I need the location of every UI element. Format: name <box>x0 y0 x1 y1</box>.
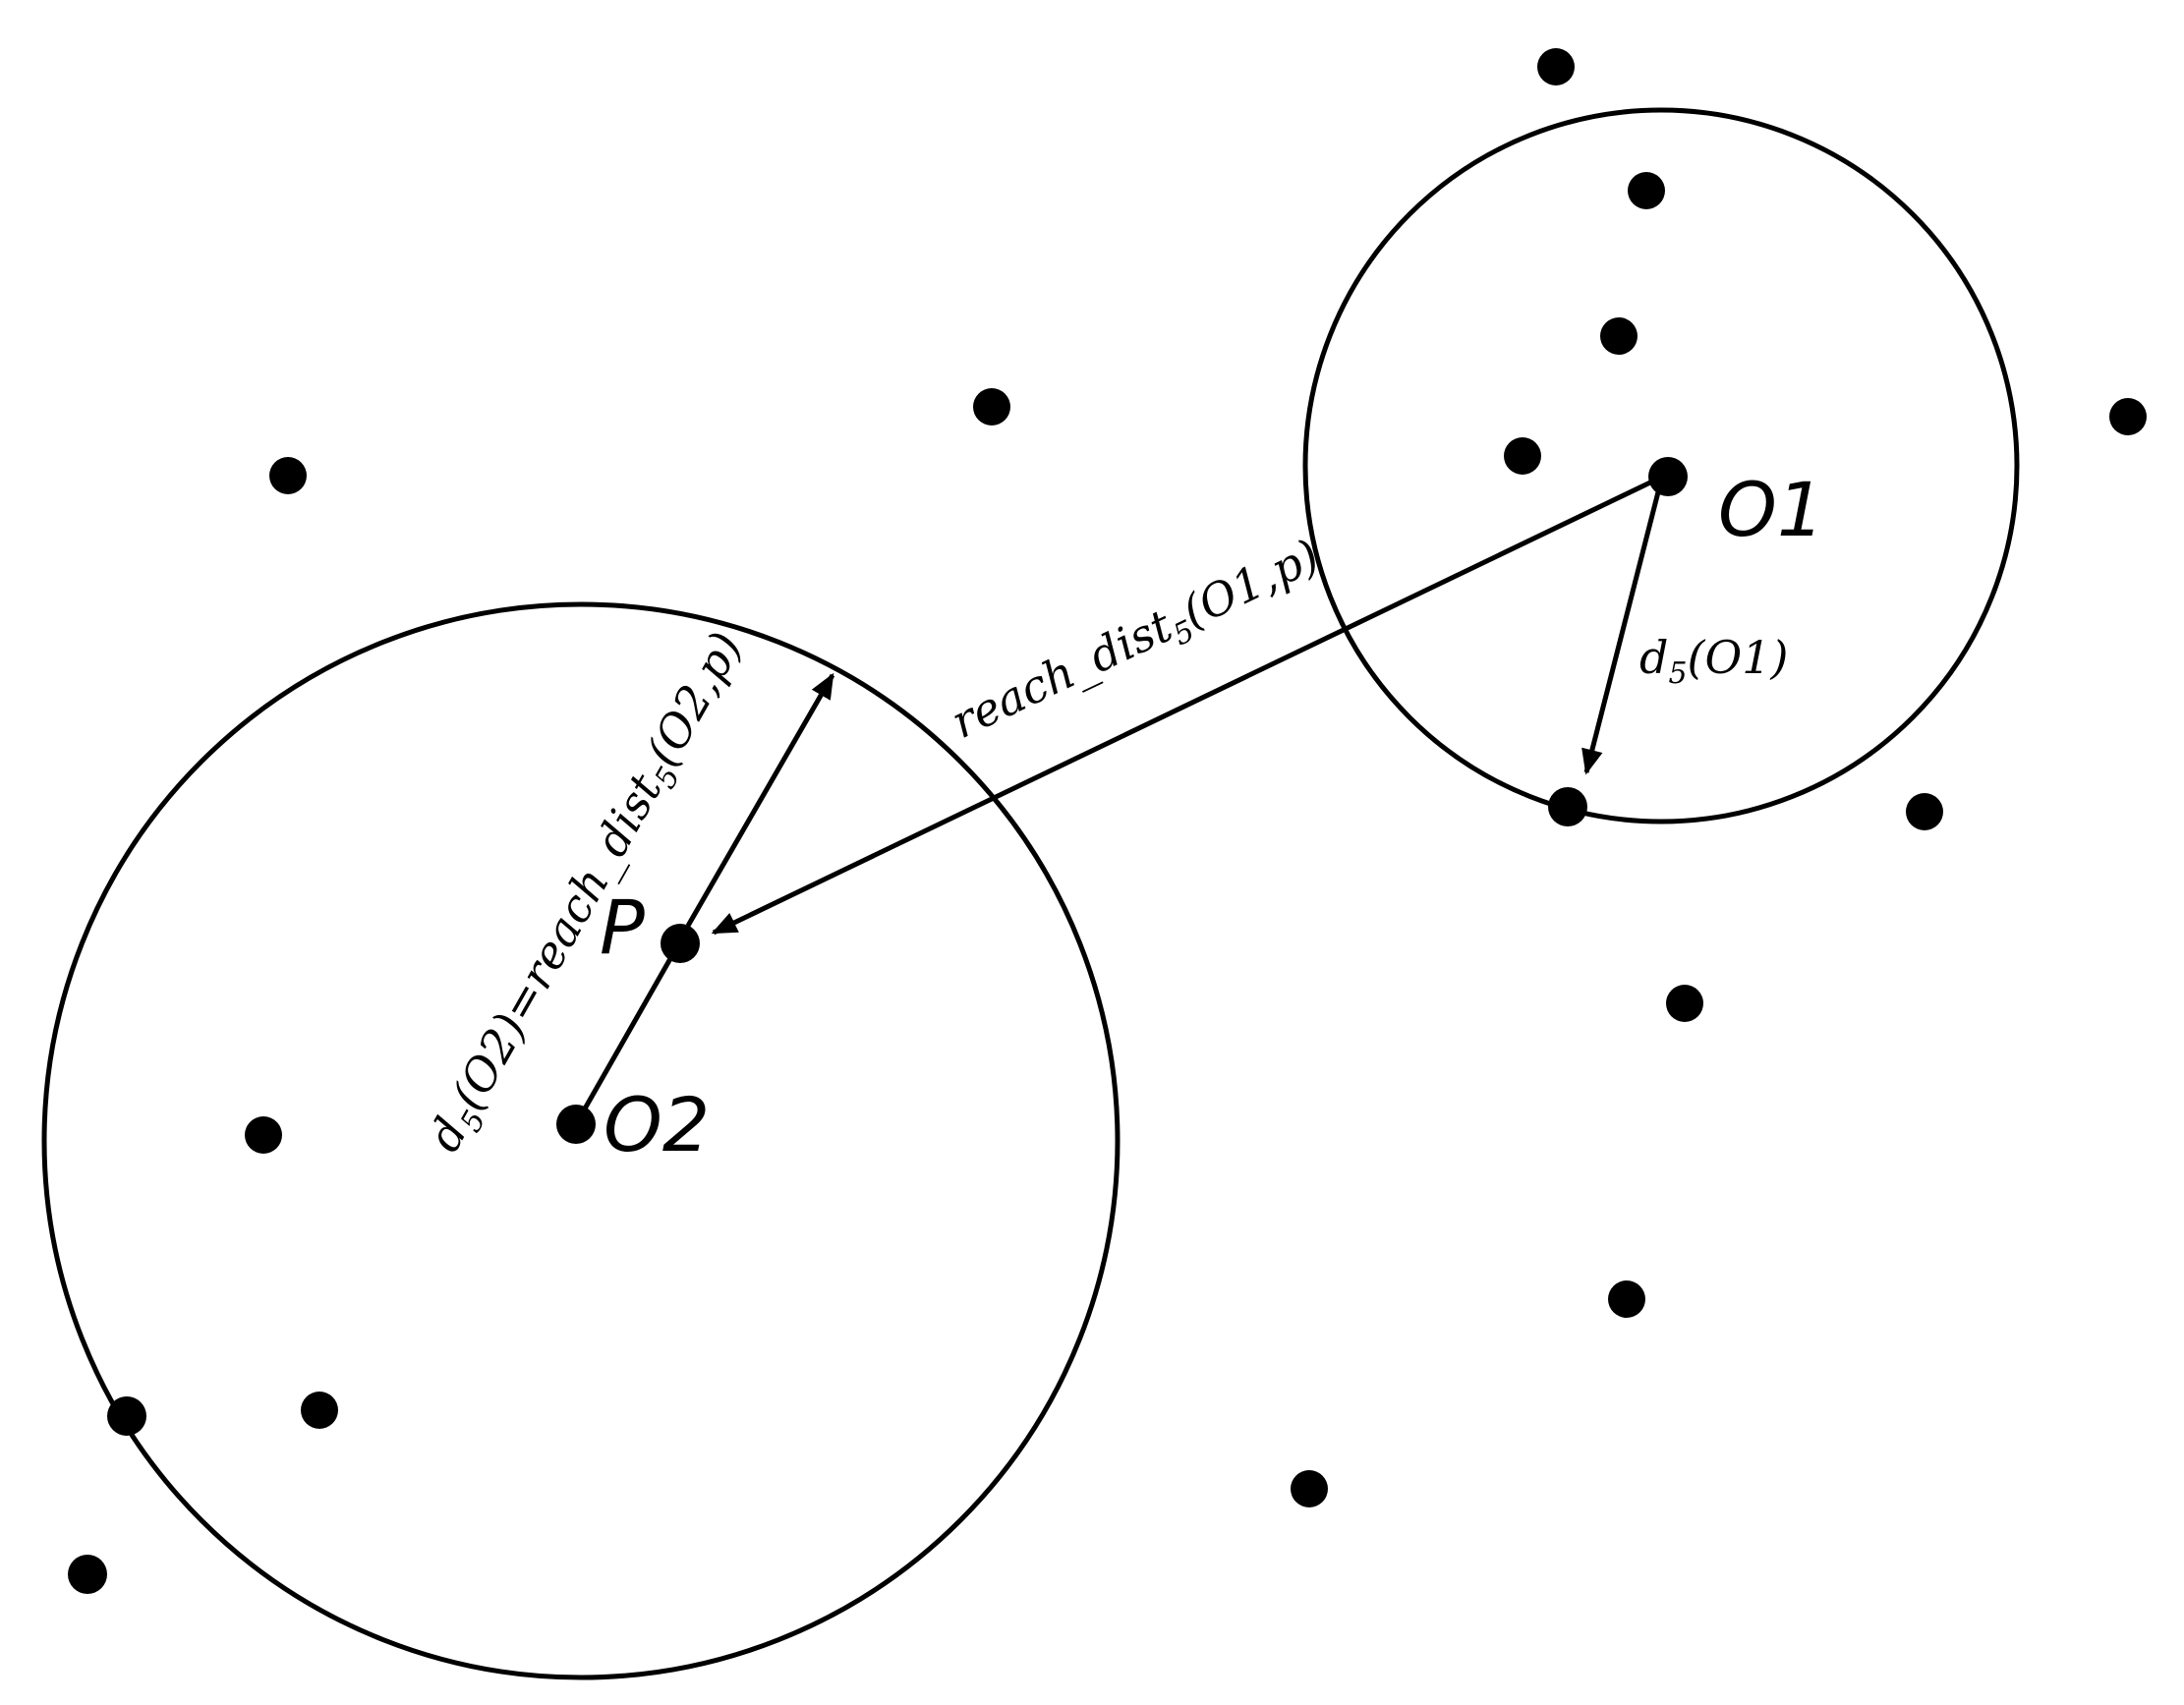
d5-o1-prefix: d <box>1639 631 1668 684</box>
data-point <box>1548 787 1587 826</box>
data-point <box>1666 985 1703 1022</box>
o2-neighborhood-circle <box>41 601 1121 1680</box>
data-point <box>107 1396 146 1436</box>
object-p-point <box>661 924 700 963</box>
data-point <box>245 1116 282 1154</box>
d5-o1-subscript: 5 <box>1668 656 1687 691</box>
reach-dist-o1-p-arrow <box>711 479 1654 936</box>
data-point <box>301 1392 338 1429</box>
d5-o1-arrow <box>1581 480 1664 775</box>
data-point <box>1537 48 1575 85</box>
data-point <box>1608 1280 1645 1318</box>
data-point <box>973 388 1010 426</box>
data-point <box>68 1555 107 1594</box>
o1-label: O1 <box>1718 466 1824 553</box>
data-point <box>1906 793 1943 830</box>
p-label: P <box>600 883 645 971</box>
reach-dist-o1-p-annotation: reach_dist5(O1,p) <box>943 529 1330 755</box>
reach-dist-o1-p-suffix: (O1,p) <box>1174 529 1327 639</box>
o2-to-p-line <box>573 939 683 1126</box>
o2-label: O2 <box>603 1081 710 1168</box>
data-point <box>1628 172 1665 209</box>
data-point <box>1291 1470 1328 1507</box>
data-point <box>1600 317 1638 355</box>
object-o2-point <box>556 1105 596 1144</box>
d5-o2-arrow <box>685 672 835 928</box>
data-point <box>2109 398 2147 435</box>
reach-dist-o2-p-suffix: (O2,p) <box>635 623 752 774</box>
object-o1-point <box>1648 457 1688 496</box>
d5-o1-suffix: (O1) <box>1688 631 1789 684</box>
o1-neighborhood-circle <box>1302 107 2020 824</box>
data-points <box>68 48 2147 1594</box>
data-point <box>1504 437 1541 475</box>
d5-o1-annotation: d5(O1) <box>1639 631 1788 691</box>
data-point <box>269 457 307 494</box>
